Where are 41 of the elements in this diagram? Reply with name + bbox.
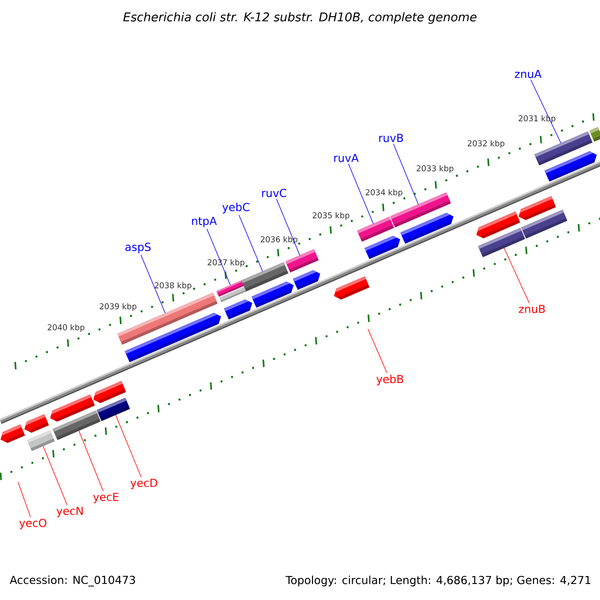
gene-bar [96,398,130,422]
leader-line [504,248,530,304]
gene-label: znuA [514,70,542,78]
gene-label: yecE [93,492,118,504]
gene-label: yebB [376,374,404,386]
gene-label: ruvA [334,154,359,162]
gene-label: ruvC [262,188,286,198]
gene-label: znuB [518,304,545,314]
leader-line [115,414,142,478]
gene-bar [52,410,101,440]
gene-bar [478,228,526,258]
gene-label: ntpA [192,216,217,228]
leader-line [276,198,300,256]
leader-line [140,254,166,314]
tick-label: 2040 kbp [48,324,84,332]
gene-label: yebC [222,202,250,214]
leader-line [238,214,263,272]
footer-text: Accession: NC_010473 [10,576,135,586]
gene-bar [27,430,55,452]
gene-label: yecN [56,506,83,518]
gene-bar [534,131,593,166]
gene-label: aspS [125,242,151,254]
gene-label: yecD [130,478,158,490]
leader-line [393,143,419,205]
leader-line [530,79,562,144]
leader-line [206,228,231,286]
title: Escherichia coli str. K-12 substr. DH10B, complete genome [123,12,476,24]
tick-label: 2032 kbp [468,140,504,148]
tick-label: 2034 kbp [366,189,402,197]
gene-bar [357,216,394,242]
leader-line [348,163,374,224]
tick-label: 2039 kbp [100,303,136,311]
leader-line [42,446,68,506]
footer-text: Topology: circular; Length: 4,686,137 bp; Genes: 4,271 [286,576,590,586]
gene-bar [117,292,218,345]
leader-line [368,328,388,374]
leader-line [78,430,104,492]
gene-bar [285,249,319,273]
gene-label: yecO [19,518,46,530]
leader-line [18,482,31,518]
gene-label: ruvB [379,134,403,142]
